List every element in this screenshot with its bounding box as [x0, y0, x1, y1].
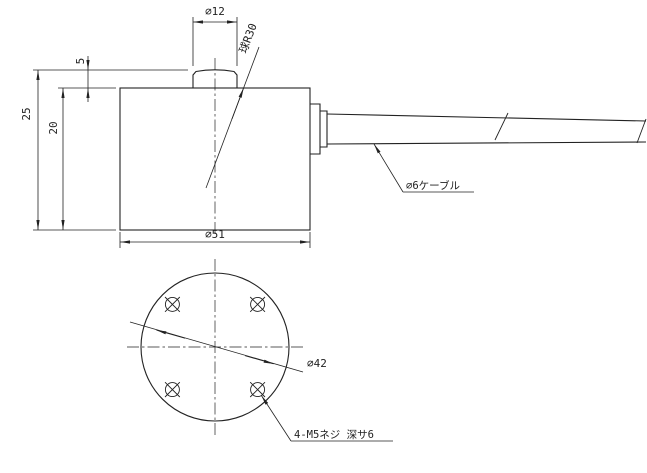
label-boss-height: 5 [74, 58, 87, 65]
label-body-diameter: ∅51 [205, 228, 225, 241]
bolt-hole-bottom-right [249, 381, 266, 398]
label-tapped-holes: 4-M5ネジ 深サ6 [294, 429, 374, 441]
cable-end-mark [636, 118, 647, 144]
bolt-hole-top-right [249, 296, 266, 313]
label-bolt-circle-diameter: ∅42 [307, 357, 327, 370]
dim-arrow-bolt-circle-lower [245, 355, 274, 365]
cable-break-mark [494, 112, 509, 141]
label-boss-diameter: ∅12 [205, 5, 225, 18]
bolt-hole-bottom-left [164, 381, 181, 398]
label-sphere-radius: 球R30 [236, 21, 260, 55]
bottom-outline-circle [140, 272, 290, 422]
label-cable: ∅6ケーブル [406, 179, 460, 192]
cable-leader [373, 143, 404, 193]
bottom-view: ∅42 4-M5ネジ 深サ6 [127, 259, 393, 442]
bolt-hole-top-left [164, 296, 181, 313]
label-total-height: 25 [20, 107, 33, 120]
dim-arrow-bolt-circle-upper [156, 329, 186, 339]
side-view: ∅12 球R30 25 20 5 ∅51 ∅6ケーブル [20, 5, 647, 248]
cable-top-line [326, 113, 647, 122]
cable-bottom-line [326, 141, 647, 145]
label-body-height: 20 [47, 121, 60, 134]
cable-gland-step [320, 110, 328, 148]
sphere-radius-arrow [231, 87, 244, 120]
tapped-holes-leader [261, 395, 292, 442]
cable-gland [310, 103, 321, 155]
